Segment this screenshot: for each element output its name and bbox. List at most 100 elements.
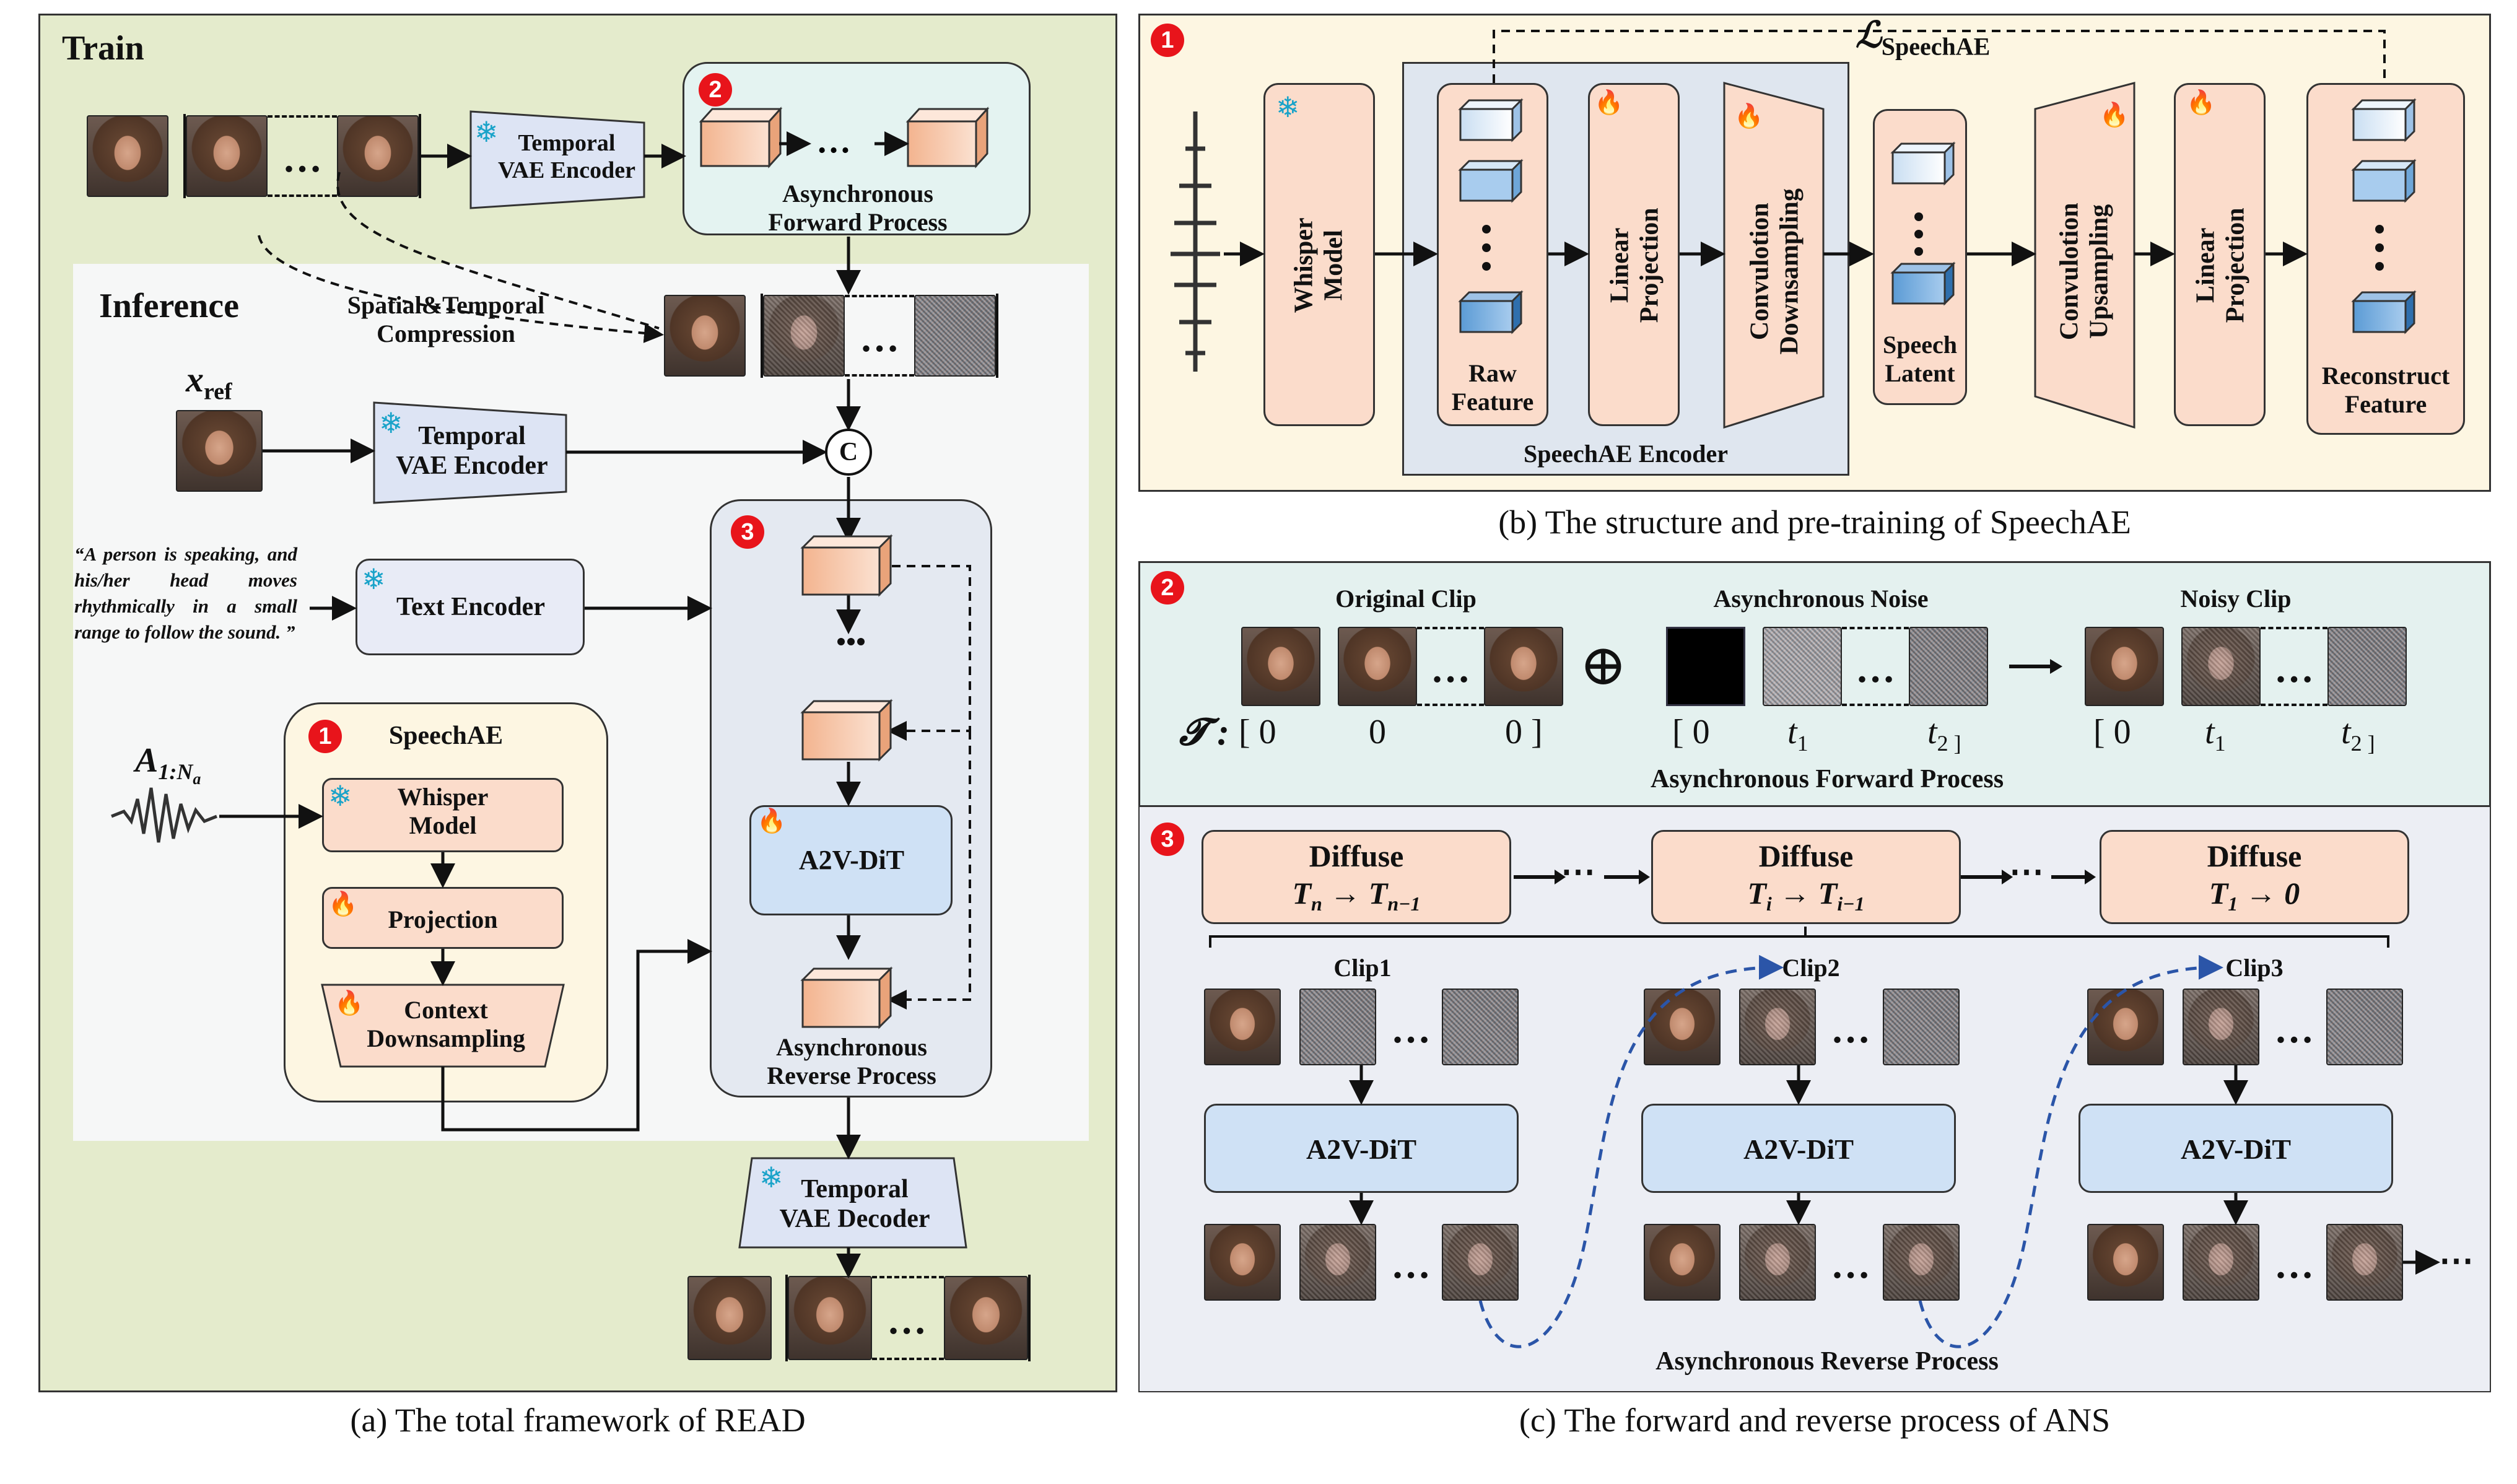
clip1-top-frame-3 [1442,989,1519,1065]
clip2-bottom-frame-2 [1739,1224,1816,1301]
diffuse-step-1: Tn → Tn−1 [1292,876,1421,915]
train-frames-ellipsis: … [282,136,322,180]
latent-frames-outline [761,294,998,378]
clip3-top-frame-3 [2326,989,2403,1065]
fire-icon: 🔥 [2100,101,2129,128]
t-noisy-1: t1 [2205,713,2226,756]
train-frame-3 [337,115,419,197]
t-orig-0: [ 0 [1239,713,1276,751]
snowflake-icon: ❄ [328,779,352,813]
train-frames-outline [183,114,421,198]
reverse-process-label: Asynchronous Reverse Process [1655,1347,1999,1376]
t-noise-1: t1 [1787,713,1808,756]
clip2-bottom-frame-1 [1644,1224,1721,1301]
caption-b: (b) The structure and pre-training of Sp… [1498,504,2131,541]
forward-process-label: Asynchronous Forward Process [1650,765,2004,793]
noise-frame-black [1666,627,1745,706]
projection-label-a: Projection [388,906,498,933]
text-encoder-box [356,559,585,655]
orig-frames-dash [1417,627,1484,706]
vae-encoder-1-label: Temporal VAE Encoder [497,130,636,183]
clip3-top-frame-2 [2183,989,2259,1065]
clip3-bottom-ellipsis: … [2274,1242,2314,1286]
a2v-dit-box-c2 [1641,1104,1956,1193]
noisy-clip-title: Noisy Clip [2180,585,2292,613]
t-noisy-2: t2 ] [2341,713,2375,756]
clip1-bottom-frame-3 [1442,1224,1519,1301]
original-clip-title: Original Clip [1335,585,1477,613]
vae-encoder-2-label: Temporal VAE Encoder [396,422,548,481]
clip2-top-ellipsis: … [1831,1007,1870,1051]
noise-frames-ellipsis: … [1856,647,1895,691]
diffuse-step-3: T1 → 0 [2209,876,2300,915]
clip3-top-frame-1 [2087,989,2164,1065]
orig-frame-2 [1338,627,1417,706]
t-noise-2: t2 ] [1927,713,1961,756]
noisy-frame-2 [2181,627,2261,706]
badge-2-icon: 2 [1151,571,1184,605]
clip1-top-frame-2 [1299,989,1376,1065]
clip2-bottom-frame-3 [1883,1224,1960,1301]
context-down-label: Context Downsampling [367,996,525,1052]
snowflake-icon: ❄ [362,562,386,596]
noisy-frame-3 [2327,627,2407,706]
whisper-box-b [1263,83,1375,426]
tau-label: 𝓣 : [1179,712,1229,753]
async-noise-title: Asynchronous Noise [1713,585,1929,613]
clip1-bottom-ellipsis: … [1391,1242,1431,1286]
badge-1-icon: 1 [308,720,342,753]
loss-label: ℒSpeechAE [1856,15,1991,61]
text-encoder-label: Text Encoder [396,593,545,621]
noise-frames-dash [1842,627,1909,706]
clip2-label: Clip2 [1782,954,1840,982]
diffuse-box-2 [1651,830,1961,924]
diffuse-step-2: Ti → Ti−1 [1747,876,1865,915]
t-orig-2: 0 ] [1505,713,1543,751]
a2v-dit-box-c3 [2079,1104,2393,1193]
clip3-bottom-frame-2 [2183,1224,2259,1301]
badge-1-icon: 1 [1151,24,1184,57]
latent-frame-1 [664,295,746,377]
caption-c: (c) The forward and reverse process of A… [1519,1402,2111,1439]
orig-frames-ellipsis: … [1431,647,1470,691]
clip2-top-frame-2 [1739,989,1816,1065]
fire-icon: 🔥 [328,890,358,917]
diffuse-word-1: Diffuse [1309,839,1404,873]
fire-icon: 🔥 [1594,89,1624,116]
train-frame-2 [186,115,268,197]
output-frame-2 [788,1276,872,1360]
speechae-encoder-label: SpeechAE Encoder [1524,440,1728,468]
latent-frame-3 [914,295,996,377]
fire-icon: 🔥 [757,807,787,834]
a2v-dit-label-c1: A2V-DiT [1306,1133,1417,1165]
caption-a: (a) The total framework of READ [350,1402,806,1439]
fire-icon: 🔥 [2186,89,2216,116]
raw-feature-label: Raw Feature [1451,359,1534,416]
output-frame-1 [687,1276,772,1360]
clip1-top-frame-1 [1204,989,1281,1065]
train-frame-1 [87,115,168,197]
a2v-dit-box-c1 [1204,1104,1519,1193]
vae-decoder-label: Temporal VAE Decoder [779,1175,930,1234]
clip1-bottom-frame-2 [1299,1224,1376,1301]
diffuse-word-2: Diffuse [1758,839,1854,873]
text-prompt: “A person is speaking, and his/her head … [74,543,297,643]
output-frames-dash [872,1276,944,1360]
output-frames-ellipsis: … [887,1298,927,1342]
projection-box-a [322,887,564,949]
speechae-title: SpeechAE [388,722,504,750]
a2v-dit-label-a: A2V-DiT [798,845,905,875]
reconstruct-label: Reconstruct Feature [2321,362,2450,418]
clip3-bottom-frame-1 [2087,1224,2164,1301]
t-orig-1: 0 [1369,713,1386,751]
snowflake-icon: ❄ [379,406,403,440]
orig-frame-1 [1241,627,1320,706]
clip2-top-frame-3 [1883,989,1960,1065]
